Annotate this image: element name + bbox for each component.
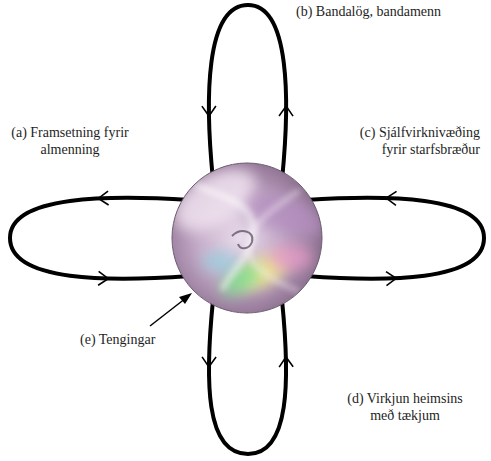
aurora-disc — [164, 156, 329, 313]
aurora-swirl — [195, 185, 253, 290]
loop-label: (b) Bandalög, bandamenn — [296, 3, 486, 20]
callout-label: (e) Tengingar — [80, 331, 155, 348]
loop-arrowhead — [202, 106, 216, 116]
loop-label: (a) Framsetning fyrir almenning — [8, 124, 132, 158]
loop-arrowhead — [98, 191, 108, 205]
loop — [209, 5, 286, 180]
loop-arrowhead — [386, 191, 396, 205]
leader-head — [179, 293, 192, 304]
leader-arrow — [150, 293, 192, 326]
aurora-glow — [202, 252, 238, 272]
loop-label: (d) Virkjun heimsins með tækjum — [336, 390, 474, 424]
loops — [10, 5, 484, 454]
loop-arrowhead — [279, 357, 293, 367]
loop — [305, 198, 484, 279]
disc-border — [172, 163, 322, 313]
loop-arrowhead — [279, 106, 293, 116]
loop — [10, 198, 190, 279]
leader-line — [150, 298, 186, 326]
aurora-swirl — [248, 190, 300, 292]
loop — [209, 300, 286, 454]
loop-label: (c) Sjálfvirknivæðing fyrir starfsbræður — [338, 124, 480, 158]
loop-arrowhead — [98, 271, 108, 285]
loop-arrowhead — [202, 357, 216, 367]
arrowheads — [98, 106, 396, 367]
aurora-swirl — [232, 231, 252, 248]
aurora-glow — [268, 246, 312, 270]
loop-arrowhead — [386, 272, 396, 286]
